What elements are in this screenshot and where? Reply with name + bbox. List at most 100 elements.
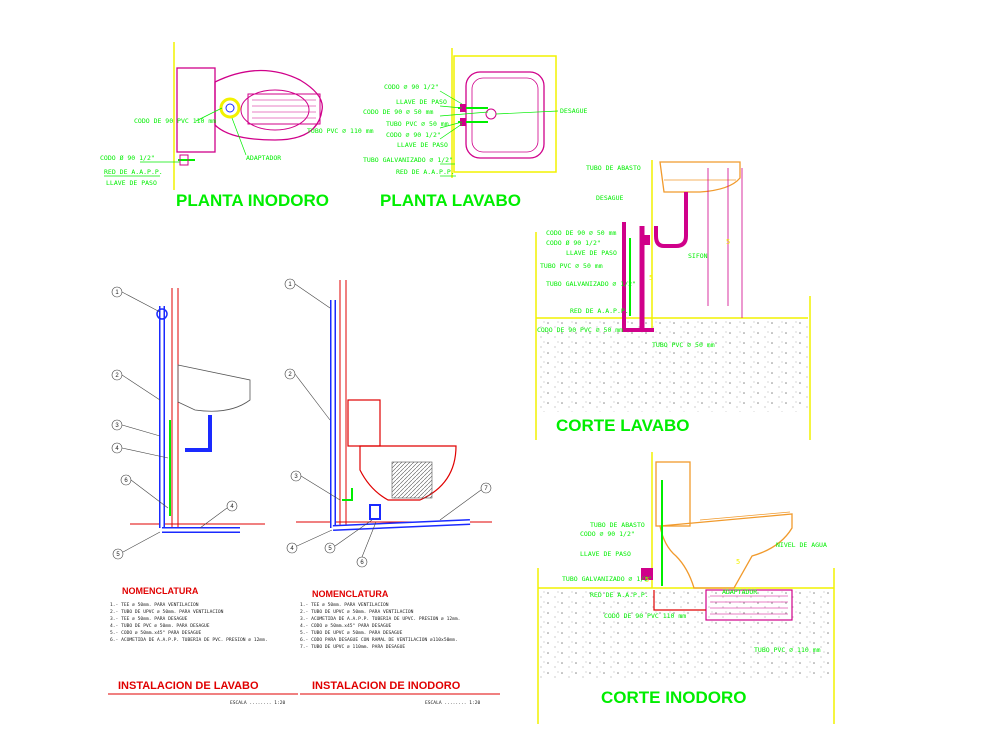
toilet-bowl: [659, 513, 793, 589]
label-codo-90-50: CODO DE 90 ∅ 50 mm: [546, 229, 617, 237]
label-nivel-agua: NIVEL DE AGUA: [776, 541, 827, 549]
svg-text:2: 2: [288, 372, 292, 378]
label-codo-90-half: CODO Ø 90 1/2": [546, 239, 601, 247]
label-codo-90-half: CODO ∅ 90 1/2": [384, 83, 439, 91]
svg-text:5: 5: [116, 552, 120, 558]
title-planta-inodoro: PLANTA INODORO: [176, 191, 329, 210]
svg-text:5: 5: [726, 238, 730, 246]
svg-text:2.- TUBO DE UPVC ∅ 50mm. PARA: 2.- TUBO DE UPVC ∅ 50mm. PARA VENTILACIO…: [300, 609, 414, 615]
svg-text:1: 1: [288, 282, 292, 288]
nomenclatura-lavabo: NOMENCLATURA 1.- TEE ∅ 50mm. PARA VENTIL…: [108, 586, 298, 706]
svg-text:4.- TUBO DE PVC ∅ 50mm. PARA D: 4.- TUBO DE PVC ∅ 50mm. PARA DESAGUE: [110, 623, 210, 629]
label-codo-90-half-2: CODO ∅ 90 1/2": [386, 131, 441, 139]
bowl-inner: [240, 89, 310, 131]
svg-text:4: 4: [115, 446, 119, 452]
title-instalacion-inodoro: INSTALACION DE INODORO: [312, 680, 461, 692]
label-tubo-galv: TUBO GALVANIZADO ∅ 1/2": [363, 156, 453, 164]
label-tubo-abasto: TUBO DE ABASTO: [586, 164, 641, 172]
svg-text:5.- CODO ∅ 50mm.x45° PARA DESA: 5.- CODO ∅ 50mm.x45° PARA DESAGUE: [110, 630, 202, 636]
label-llave-paso: LLAVE DE PASO: [566, 249, 617, 257]
title-corte-inodoro: CORTE INODORO: [601, 688, 746, 707]
svg-text:1.- TEE ∅ 50mm. PARA VENTILACI: 1.- TEE ∅ 50mm. PARA VENTILACION: [110, 602, 199, 608]
label-sifon: SIFON: [688, 252, 708, 260]
svg-text:ESCALA ........ 1:20: ESCALA ........ 1:20: [230, 700, 286, 706]
label-llave-paso: LLAVE DE PASO: [106, 179, 157, 187]
counter-outline: [453, 55, 557, 173]
trap-siphon: [654, 192, 688, 248]
svg-text:6: 6: [124, 478, 128, 484]
label-codo-pvc-110: CODO DE 90 PVC 110 mm: [604, 612, 686, 620]
svg-text:4: 4: [290, 546, 294, 552]
basin-drain: [485, 108, 497, 120]
svg-text:5: 5: [736, 558, 740, 566]
label-llave-paso-1: LLAVE DE PASO: [396, 98, 447, 106]
sink-body: [659, 161, 741, 193]
label-codo-half: CODO ∅ 90 1/2": [580, 530, 635, 538]
label-codo-half: CODO Ø 90 1/2": [100, 154, 155, 162]
tank-outline: [176, 67, 216, 153]
label-red-aapp: RED DE A.A.P.P.: [396, 168, 455, 176]
bowl-outline: [214, 69, 323, 141]
svg-text:5: 5: [645, 576, 649, 584]
toilet-tank: [347, 399, 381, 447]
svg-text:4.- CODO ∅ 50mm.x45° PARA DESA: 4.- CODO ∅ 50mm.x45° PARA DESAGUE: [300, 623, 392, 629]
title-instalacion-lavabo: INSTALACION DE LAVABO: [118, 680, 259, 692]
nomenclatura-inodoro: NOMENCLATURA 1.- TEE ∅ 50mm. PARA VENTIL…: [300, 589, 500, 706]
svg-text:3.- TEE ∅ 50mm. PARA DESAGUE: 3.- TEE ∅ 50mm. PARA DESAGUE: [110, 616, 188, 622]
svg-text:3.- ACOMETIDA DE A.A.P.P. TUBE: 3.- ACOMETIDA DE A.A.P.P. TUBERIA DE UPV…: [300, 616, 460, 622]
svg-text:5: 5: [649, 274, 653, 282]
label-tubo-pvc-50b: TUBO PVC ∅ 50 mm: [652, 341, 715, 349]
svg-text:1.- TEE ∅ 50mm. PARA VENTILACI: 1.- TEE ∅ 50mm. PARA VENTILACION: [300, 602, 389, 608]
svg-text:7.- TUBO DE UPVC ∅ 110mm. PARA: 7.- TUBO DE UPVC ∅ 110mm. PARA DESAGUE: [300, 644, 405, 650]
label-red-aapp: RED DE A.A.P.P.: [590, 591, 649, 599]
title-planta-lavabo: PLANTA LAVABO: [380, 191, 521, 210]
instalacion-lavabo: 1 2 3 4 6 5 4: [111, 286, 265, 560]
label-tubo-pvc-110: TUBO PVC ∅ 110 mm: [754, 646, 821, 654]
svg-text:2.- TUBO DE UPVC ∅ 50mm. PARA: 2.- TUBO DE UPVC ∅ 50mm. PARA VENTILACIO…: [110, 609, 224, 615]
floor-slab: [539, 590, 833, 680]
svg-text:NOMENCLATURA: NOMENCLATURA: [312, 589, 389, 599]
label-tubo-pvc: TUBO PVC ∅ 110 mm: [307, 127, 374, 135]
planta-lavabo: CODO ∅ 90 1/2" LLAVE DE PASO CODO DE 90 …: [363, 48, 587, 178]
svg-text:5.- TUBO DE UPVC ∅ 50mm. PARA: 5.- TUBO DE UPVC ∅ 50mm. PARA DESAGUE: [300, 630, 403, 636]
svg-text:4: 4: [230, 504, 234, 510]
label-adaptador: ADAPTADOR: [246, 154, 281, 162]
label-desague: DESAGUE: [596, 194, 623, 202]
drain-pipe: [705, 589, 793, 621]
svg-text:7: 7: [484, 486, 488, 492]
instalacion-inodoro: 1 2 3 4 5 6 7: [284, 278, 492, 568]
svg-text:NOMENCLATURA: NOMENCLATURA: [122, 586, 199, 596]
label-tubo-abasto: TUBO DE ABASTO: [590, 521, 645, 529]
supply-pipe: [342, 488, 353, 501]
svg-text:ESCALA ........ 1:20: ESCALA ........ 1:20: [425, 700, 481, 706]
label-red-aapp: RED DE A.A.P.P.: [104, 168, 163, 176]
basin-inner: [471, 77, 539, 153]
label-red-aapp: RED DE A.A.P.P.: [570, 307, 629, 315]
svg-text:6: 6: [360, 560, 364, 566]
svg-text:1: 1: [115, 290, 119, 296]
svg-text:6.- CODO PARA DESAGUE CON RAMA: 6.- CODO PARA DESAGUE CON RAMAL DE VENTI…: [300, 637, 458, 643]
label-tubo-pvc-50: TUBO PVC ∅ 50 mm: [386, 120, 449, 128]
toilet-tank: [655, 461, 691, 527]
label-tubo-galv: TUBO GALVANIZADO ∅ 1/2": [562, 575, 652, 583]
svg-text:6.- ACOMETIDA DE A.A.P.P. TUBE: 6.- ACOMETIDA DE A.A.P.P. TUBERIA DE PVC…: [110, 637, 268, 643]
label-tubo-galv: TUBO GALVANIZADO ∅ 1/2": [546, 280, 636, 288]
label-codo-90-pvc: CODO DE 90 PVC 110 mm: [134, 117, 216, 125]
drain-elbow: [219, 97, 241, 119]
label-llave-paso-2: LLAVE DE PASO: [397, 141, 448, 149]
basin-outline: [465, 71, 545, 159]
svg-text:5: 5: [328, 546, 332, 552]
toilet-bowl: [359, 445, 457, 501]
title-corte-lavabo: CORTE LAVABO: [556, 416, 689, 435]
svg-text:3: 3: [115, 423, 119, 429]
label-codo-pvc-50: CODO DE 90 PVC ∅ 50 mm: [537, 326, 623, 334]
trap-pipe: [185, 415, 212, 452]
label-llave-paso: LLAVE DE PASO: [580, 550, 631, 558]
svg-text:2: 2: [115, 373, 119, 379]
label-adaptador: ADAPTADOR: [722, 588, 757, 596]
floor-slab: [537, 320, 809, 412]
drain-elbow: [622, 222, 654, 332]
drain-pipe-hatch: [247, 93, 321, 125]
label-desague: DESAGUE: [560, 107, 587, 115]
